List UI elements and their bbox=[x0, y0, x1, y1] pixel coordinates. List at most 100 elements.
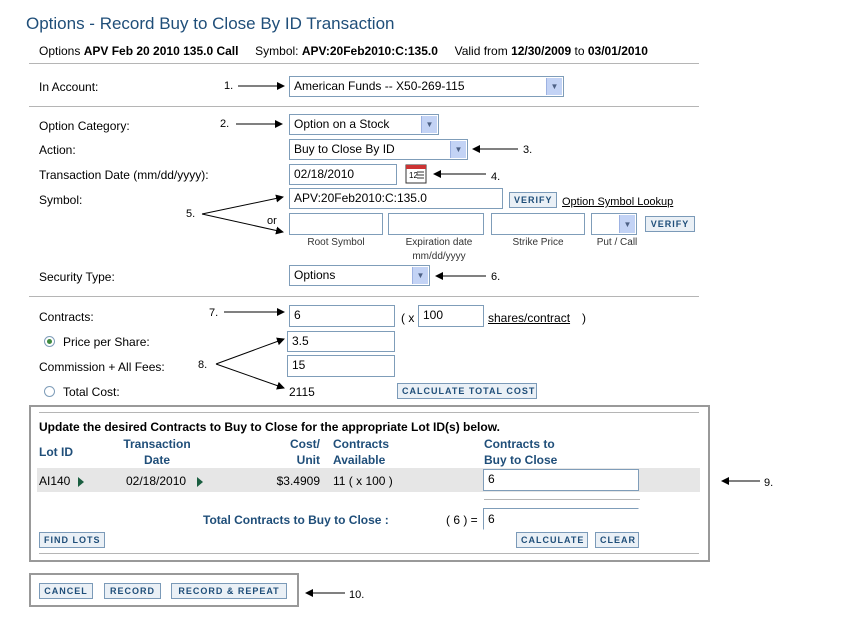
contracts-input[interactable]: 6 bbox=[289, 305, 395, 327]
calculate-total-cost-button[interactable]: CALCULATE TOTAL COST bbox=[397, 383, 537, 399]
action-value: Buy to Close By ID bbox=[294, 142, 395, 156]
category-value: Option on a Stock bbox=[294, 117, 390, 131]
expiration-date-caption: Expiration date bbox=[405, 237, 473, 248]
expiration-format-caption: mm/dd/yyyy bbox=[412, 251, 466, 262]
price-per-share-label: Price per Share: bbox=[63, 335, 150, 349]
action-label: Action: bbox=[39, 143, 76, 157]
annotation-5: 5. bbox=[186, 208, 196, 220]
divider bbox=[29, 296, 699, 297]
annotation-8: 8. bbox=[198, 359, 208, 371]
option-symbol-lookup-link[interactable]: Option Symbol Lookup bbox=[562, 196, 674, 208]
summary-valid-to: 03/01/2010 bbox=[587, 44, 648, 58]
lot-id-cell: AI140 bbox=[39, 474, 84, 488]
annotation-1: 1. bbox=[224, 80, 234, 92]
shares-per-contract-link[interactable]: shares/contract bbox=[488, 311, 571, 325]
summary-valid-from: 12/30/2009 bbox=[511, 44, 572, 58]
record-button[interactable]: RECORD bbox=[104, 583, 161, 599]
clear-button[interactable]: CLEAR bbox=[595, 532, 639, 548]
annotation-arrow-8b bbox=[215, 363, 285, 390]
expand-arrow-icon[interactable] bbox=[197, 476, 204, 487]
annotation-3: 3. bbox=[523, 144, 533, 156]
svg-text:12: 12 bbox=[409, 171, 418, 180]
page-title: Options - Record Buy to Close By ID Tran… bbox=[26, 14, 395, 33]
annotation-arrow-5a bbox=[201, 194, 284, 215]
annotation-9: 9. bbox=[764, 477, 774, 489]
strike-price-input[interactable] bbox=[491, 213, 585, 235]
summary-to-label: to bbox=[574, 44, 585, 58]
col-cost-2: Unit bbox=[296, 453, 320, 467]
contracts-multiplier-label: ( x bbox=[401, 311, 415, 325]
lot-cost-cell: $3.4909 bbox=[276, 474, 320, 488]
chevron-down-icon: ▼ bbox=[546, 78, 562, 95]
col-lot-id: Lot ID bbox=[39, 445, 73, 459]
commission-label: Commission + All Fees: bbox=[39, 360, 165, 374]
contracts-close-paren: ) bbox=[582, 311, 586, 325]
account-select[interactable]: American Funds -- X50-269-115 ▼ bbox=[289, 76, 564, 97]
col-buy-to-close-1: Contracts to bbox=[484, 437, 555, 451]
total-cost-value: 2115 bbox=[289, 385, 315, 399]
lots-panel bbox=[29, 405, 710, 562]
calculate-button[interactable]: CALCULATE bbox=[516, 532, 588, 548]
put-call-caption: Put / Call bbox=[596, 237, 638, 248]
verify-symbol-button[interactable]: VERIFY bbox=[509, 192, 557, 208]
option-summary: Options APV Feb 20 2010 135.0 Call Symbo… bbox=[39, 44, 648, 58]
security-type-select[interactable]: Options ▼ bbox=[289, 265, 430, 286]
root-symbol-caption: Root Symbol bbox=[307, 237, 365, 248]
find-lots-button[interactable]: FIND LOTS bbox=[39, 532, 105, 548]
category-select[interactable]: Option on a Stock ▼ bbox=[289, 114, 439, 135]
divider bbox=[39, 553, 699, 554]
chevron-down-icon: ▼ bbox=[421, 116, 437, 133]
chevron-down-icon: ▼ bbox=[412, 267, 428, 284]
account-value: American Funds -- X50-269-115 bbox=[294, 79, 465, 93]
total-contracts-input[interactable]: 6 bbox=[483, 508, 639, 530]
account-label: In Account: bbox=[39, 80, 99, 94]
category-label: Option Category: bbox=[39, 119, 130, 133]
lot-available-cell: 11 ( x 100 ) bbox=[333, 474, 393, 488]
col-available-1: Contracts bbox=[333, 437, 390, 451]
expiration-date-input[interactable] bbox=[388, 213, 484, 235]
strike-price-caption: Strike Price bbox=[512, 237, 564, 248]
root-symbol-input[interactable] bbox=[289, 213, 383, 235]
col-transaction-date-2: Date bbox=[143, 453, 170, 467]
lots-heading: Update the desired Contracts to Buy to C… bbox=[39, 420, 500, 434]
col-transaction-date-1: Transaction bbox=[123, 437, 191, 451]
total-contracts-paren: ( 6 ) = bbox=[446, 513, 478, 527]
symbol-input[interactable]: APV:20Feb2010:C:135.0 bbox=[289, 188, 503, 209]
security-type-label: Security Type: bbox=[39, 270, 115, 284]
calendar-icon[interactable]: 12 bbox=[405, 164, 427, 184]
price-per-share-radio[interactable] bbox=[44, 336, 55, 347]
cancel-button[interactable]: CANCEL bbox=[39, 583, 93, 599]
chevron-down-icon: ▼ bbox=[619, 215, 635, 233]
summary-option-name: APV Feb 20 2010 135.0 Call bbox=[83, 44, 239, 58]
annotation-10: 10. bbox=[349, 589, 365, 601]
or-label: or bbox=[267, 215, 277, 227]
divider bbox=[29, 63, 699, 64]
shares-per-contract-input[interactable]: 100 bbox=[418, 305, 484, 327]
action-select[interactable]: Buy to Close By ID ▼ bbox=[289, 139, 468, 160]
summary-symbol-value: APV:20Feb2010:C:135.0 bbox=[301, 44, 438, 58]
summary-valid-label: Valid from bbox=[454, 44, 508, 58]
annotation-7: 7. bbox=[209, 307, 219, 319]
col-buy-to-close-2: Buy to Close bbox=[484, 453, 558, 467]
summary-prefix: Options bbox=[39, 44, 81, 58]
total-contracts-label: Total Contracts to Buy to Close : bbox=[203, 513, 389, 527]
total-cost-radio[interactable] bbox=[44, 386, 55, 397]
date-label: Transaction Date (mm/dd/yyyy): bbox=[39, 168, 209, 182]
verify-components-button[interactable]: VERIFY bbox=[645, 216, 695, 232]
lot-date-value: 02/18/2010 bbox=[126, 474, 187, 488]
divider bbox=[29, 106, 699, 107]
price-per-share-input[interactable]: 3.5 bbox=[287, 331, 395, 352]
commission-input[interactable]: 15 bbox=[287, 355, 395, 377]
total-cost-label: Total Cost: bbox=[63, 385, 120, 399]
expand-arrow-icon[interactable] bbox=[77, 476, 84, 487]
transaction-date-input[interactable]: 02/18/2010 bbox=[289, 164, 397, 185]
divider bbox=[39, 412, 699, 413]
annotation-6: 6. bbox=[491, 271, 501, 283]
summary-symbol-label: Symbol: bbox=[255, 44, 299, 58]
annotation-arrow-5b bbox=[201, 213, 284, 235]
record-repeat-button[interactable]: RECORD & REPEAT bbox=[171, 583, 287, 599]
lot-id-value: AI140 bbox=[39, 474, 71, 488]
put-call-select[interactable]: ▼ bbox=[591, 213, 637, 235]
lot-buy-to-close-input[interactable]: 6 bbox=[483, 469, 639, 491]
